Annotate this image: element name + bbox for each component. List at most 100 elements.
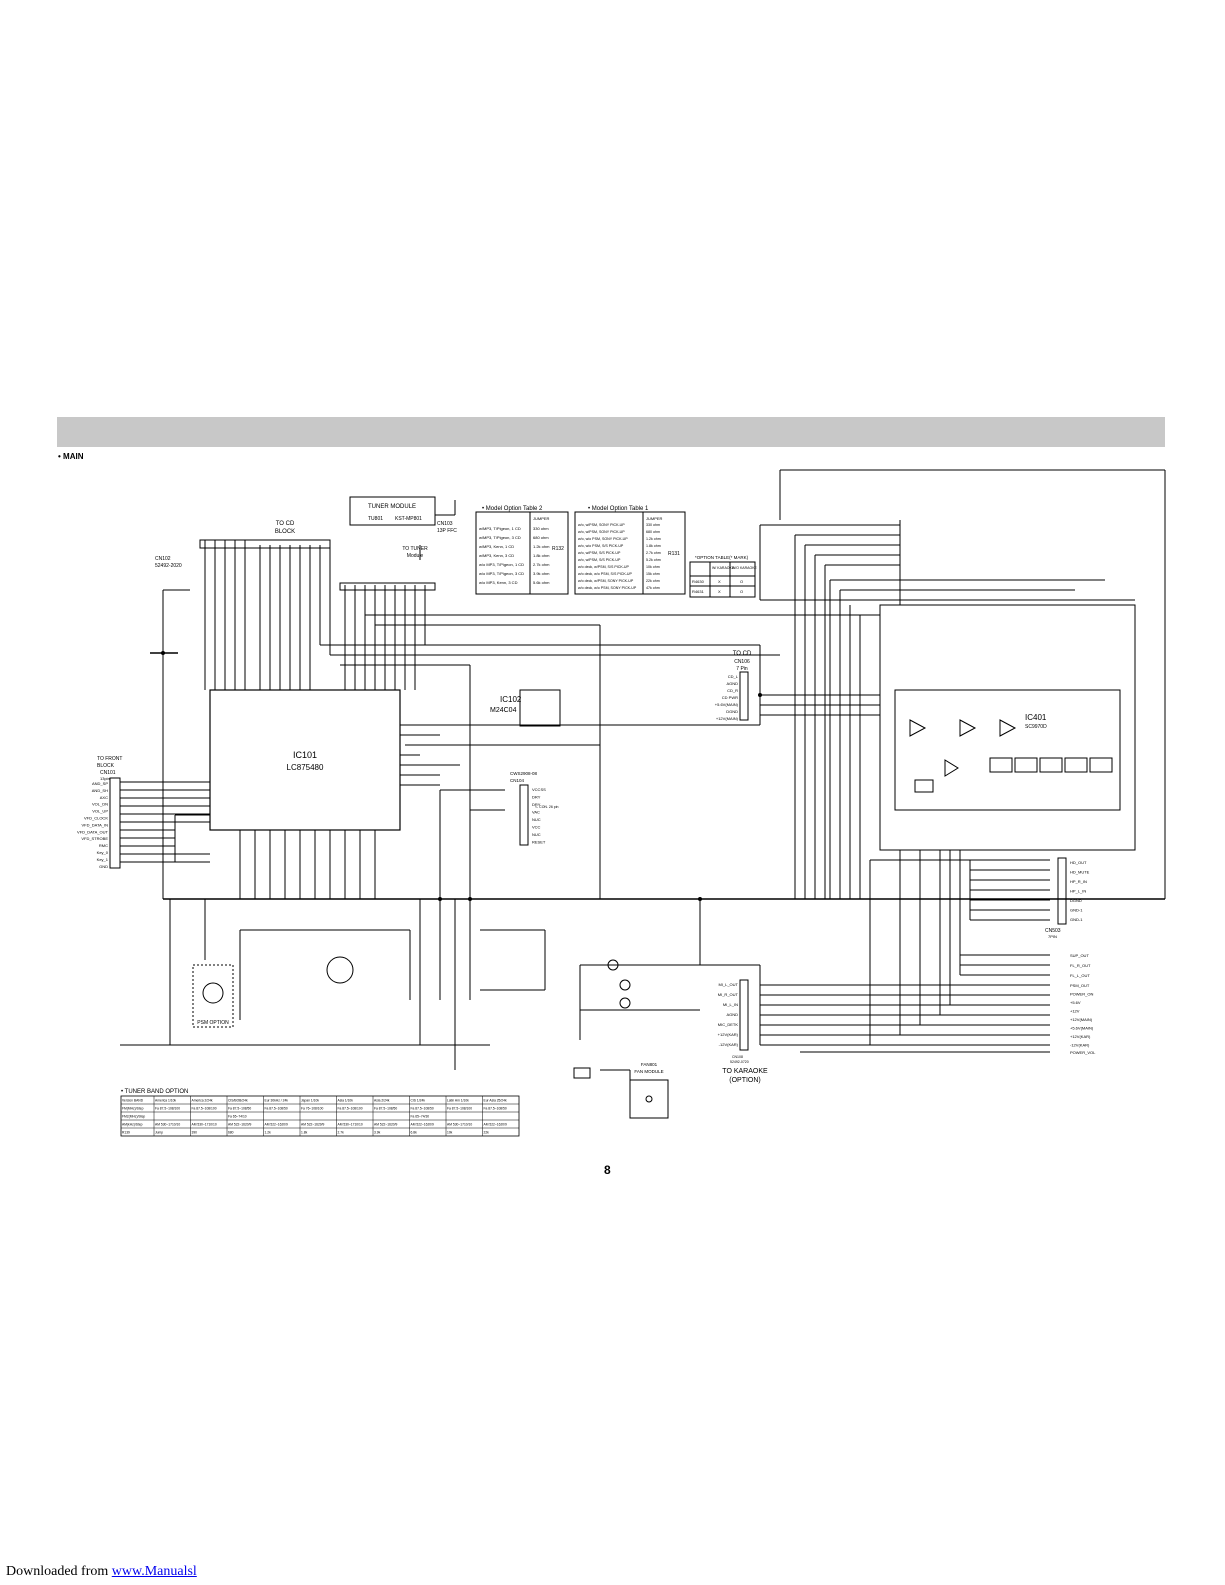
- pin-label: DGND: [726, 709, 738, 714]
- svg-text:TU801: TU801: [368, 516, 383, 522]
- option-row-value: 1.2k ohm: [533, 544, 550, 549]
- pin-label: VOL_DN: [92, 802, 108, 807]
- pin-label: +12V(KAR): [1070, 1034, 1091, 1039]
- pin-label: CD_L: [728, 674, 739, 679]
- svg-text:SC9970D: SC9970D: [1025, 724, 1047, 730]
- svg-text:52492-0720: 52492-0720: [730, 1060, 749, 1064]
- cn503-pins: HD_OUTHD_MUTEHP_R_INHP_L_INDGNDGND-1GND-…: [1070, 860, 1090, 922]
- svg-text:FAN801: FAN801: [641, 1062, 658, 1067]
- pin-label: GND-1: [1070, 917, 1083, 922]
- pin-label: PSM_OUT: [1070, 983, 1090, 988]
- table-cell: 10k: [447, 1131, 453, 1135]
- pin-label: HD_OUT: [1070, 860, 1087, 865]
- table-cell: Fa 87.5~108/100: [338, 1107, 363, 1111]
- table-cell: AM 530~1710/10: [447, 1123, 472, 1127]
- pin-label: MIC_DETK: [718, 1022, 739, 1027]
- table-cell: AM 530~1710/10: [338, 1123, 363, 1127]
- svg-text:R4631: R4631: [692, 589, 705, 594]
- pin-label: VFD_CLOCK: [84, 816, 108, 821]
- footer-prefix: Downloaded from: [6, 1564, 109, 1579]
- option-row-value: 15k ohm: [646, 572, 660, 576]
- pin-label: MI_L_OUT: [718, 982, 738, 987]
- pin-label: CD PWR: [722, 695, 738, 700]
- option-row-desc: w/o, w/o PSM, SONY PICK-UP: [578, 537, 628, 541]
- pin-label: +5.6V: [1070, 1000, 1081, 1005]
- ic102-part: M24C04: [490, 707, 517, 714]
- svg-text:BLOCK: BLOCK: [97, 763, 115, 769]
- option-row-value: 5.6k ohm: [533, 580, 550, 585]
- to-cd-block-2: BLOCK: [275, 529, 295, 535]
- ic101-chip: IC101 LC875480: [209, 689, 401, 831]
- option-row-desc: w/MP3, Kenn, 1 CD: [479, 544, 514, 549]
- table-cell: Fa 76~108/100: [301, 1107, 323, 1111]
- svg-text:R132: R132: [552, 546, 564, 552]
- svg-text:FAN MODULE: FAN MODULE: [634, 1069, 663, 1074]
- pin-label: AGND: [726, 681, 738, 686]
- svg-text:7PIN: 7PIN: [1048, 934, 1057, 939]
- ic101-ref: IC101: [293, 750, 317, 760]
- pin-label: VOL_UP: [92, 809, 108, 814]
- option-row-desc: w/MP3, T/Pigeon, 1 CD: [479, 526, 521, 531]
- junction-dots: [161, 651, 762, 901]
- option-row-value: 22k ohm: [646, 579, 660, 583]
- table-cell: 3.9k: [374, 1131, 381, 1135]
- option-row-value: 330 ohm: [646, 523, 660, 527]
- cn102-part: 52492-2020: [155, 563, 182, 569]
- table-header: Version BAND: [122, 1099, 144, 1103]
- transistors: [326, 956, 631, 1009]
- option-row-desc: w/o MP3, T/Pigeon, 3 CD: [479, 571, 524, 576]
- pin-label: DRY: [532, 795, 541, 800]
- table-header: Asia 2/24k: [374, 1099, 390, 1103]
- pin-label: HP_R_IN: [1070, 879, 1087, 884]
- svg-text:CN104: CN104: [510, 778, 525, 783]
- svg-text:CN106: CN106: [734, 659, 750, 665]
- table-cell: AM 530~1710/10: [192, 1123, 217, 1127]
- option-row-value: 680 ohm: [646, 530, 660, 534]
- pin-label: GND: [99, 864, 108, 869]
- table-header: CIS 1/24k: [411, 1099, 426, 1103]
- svg-text:13pin: 13pin: [100, 776, 110, 781]
- svg-text:PSM OPTION: PSM OPTION: [197, 1020, 229, 1026]
- svg-text:CN101: CN101: [100, 770, 116, 776]
- pin-label: Key_0: [97, 850, 109, 855]
- footer: Downloaded from www.Manualsl: [6, 1564, 197, 1580]
- cn101-pins: AND_SPAND_SHAXCVOL_DNVOL_UPVFD_CLOCKVFD_…: [77, 781, 109, 869]
- pin-label: DGND: [1070, 898, 1082, 903]
- cn104-connector: CWS2908-08 CN104 VCCSSDRYDRYVACNUCVCCNUC…: [510, 771, 558, 846]
- section-label: • MAIN: [58, 452, 84, 461]
- to-tuner-1: TO TUNER: [402, 546, 428, 552]
- pin-label: VFD_DATA_IN: [81, 822, 108, 827]
- table-cell: AM 522~1620/9: [265, 1123, 289, 1127]
- table-cell: Fa 87.5~108/50: [374, 1107, 397, 1111]
- option-row-desc: w/o, w/PSM, SONY PICK-UP: [578, 530, 625, 534]
- pin-label: +5.6V(MAIN): [715, 702, 739, 707]
- option-mark-table: *OPTION TABLE(* MARK) W/ KARAOKE W/O KAR…: [689, 555, 758, 598]
- table-cell: FM(MHz)/Step: [122, 1107, 144, 1111]
- karaoke-connector: MI_L_OUTMI_R_OUTMI_L_INAGNDMIC_DETK+12V(…: [718, 979, 768, 1084]
- option-row-value: 2.7k ohm: [533, 562, 550, 567]
- page-number: 8: [604, 1163, 611, 1177]
- table-cell: Fa 87.5~108/50: [411, 1107, 434, 1111]
- pin-label: AND_SH: [92, 788, 108, 793]
- model-option-table-2: • Model Option Table 2 JUMPER R132 w/MP3…: [475, 506, 569, 595]
- table-cell: AM 522~1620/9: [484, 1123, 508, 1127]
- pin-label: FL_R_OUT: [1070, 963, 1091, 968]
- cn104-note: <- CON. 26 pin: [535, 805, 558, 809]
- pin-label: Key_1: [97, 857, 109, 862]
- pin-label: POWER_ON: [1070, 992, 1093, 997]
- model-option-table-1: • Model Option Table 1 JUMPER R131 w/o, …: [574, 506, 686, 595]
- svg-text:IC401: IC401: [1025, 713, 1047, 722]
- svg-text:JUMPER: JUMPER: [533, 516, 550, 521]
- footer-link[interactable]: www.Manualsl: [111, 1564, 197, 1579]
- pin-label: +12V(MAIN): [1070, 1017, 1093, 1022]
- pin-label: VAC: [532, 810, 540, 815]
- table-cell: 1.2k: [265, 1131, 272, 1135]
- table-header: America 2/24k: [192, 1099, 213, 1103]
- wiring: [120, 469, 1166, 1080]
